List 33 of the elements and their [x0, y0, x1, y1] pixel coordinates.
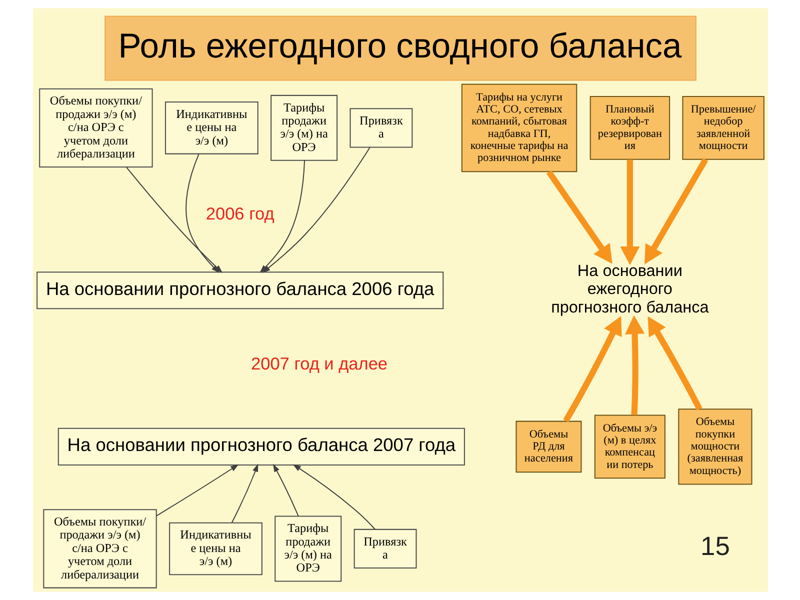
node-box: Привязк а — [349, 108, 412, 148]
node-box: Тарифы продажи э/э (м) на ОРЭ — [274, 516, 342, 582]
node-box: На основании прогнозного баланса 2006 года — [36, 272, 444, 310]
node-box: Тарифы на услуги АТС, СО, сетевых компаний, сбытовая надбавка ГП, конечные тарифы на розничном рынке — [460, 84, 577, 172]
node-box: Объемы покупки/ продажи э/э (м) с/на ОРЭ с учетом доли либерализации — [38, 88, 152, 168]
node-box: Плановый коэфф-т резервирован ия — [589, 96, 670, 160]
node-box: Превышение/ недобор заявленной мощности — [682, 96, 764, 160]
arrow — [546, 170, 612, 264]
node-box: Объемы покупки/ продажи э/э (м) с/на ОРЭ с учетом доли либерализации — [42, 509, 156, 588]
node-box: Индикативны е цены на э/э (м) — [164, 102, 258, 154]
arrow — [292, 464, 375, 530]
arrow — [185, 154, 219, 273]
arrow — [156, 464, 238, 516]
arrow — [272, 464, 298, 516]
node-box: Объемы э/э (м) в целях компенсац ии потерь — [594, 414, 665, 479]
arrow — [624, 315, 644, 416]
arrow — [230, 464, 258, 523]
node-box: На основании прогнозного баланса 2007 года — [57, 428, 464, 466]
node-box: Объемы покупки мощности (заявленная мощность) — [678, 408, 752, 485]
node-box: Индикативны е цены на э/э (м) — [168, 522, 262, 576]
node-box: Объемы РД для населения — [515, 420, 582, 473]
label: 2007 год и далее — [250, 354, 388, 374]
diagram-title: Роль ежегодного сводного баланса — [118, 28, 682, 66]
arrow — [620, 159, 640, 266]
label: 15 — [700, 531, 730, 562]
label: 2006 год — [205, 203, 274, 224]
arrow — [647, 316, 702, 410]
arrow — [562, 316, 622, 422]
arrow — [262, 147, 370, 273]
arrow — [644, 158, 708, 264]
node-box: Привязк а — [353, 528, 416, 569]
node-box: Тарифы продажи э/э (м) на ОРЭ — [270, 94, 338, 161]
node-text: На основании ежегодного прогнозного баланса — [550, 262, 708, 316]
